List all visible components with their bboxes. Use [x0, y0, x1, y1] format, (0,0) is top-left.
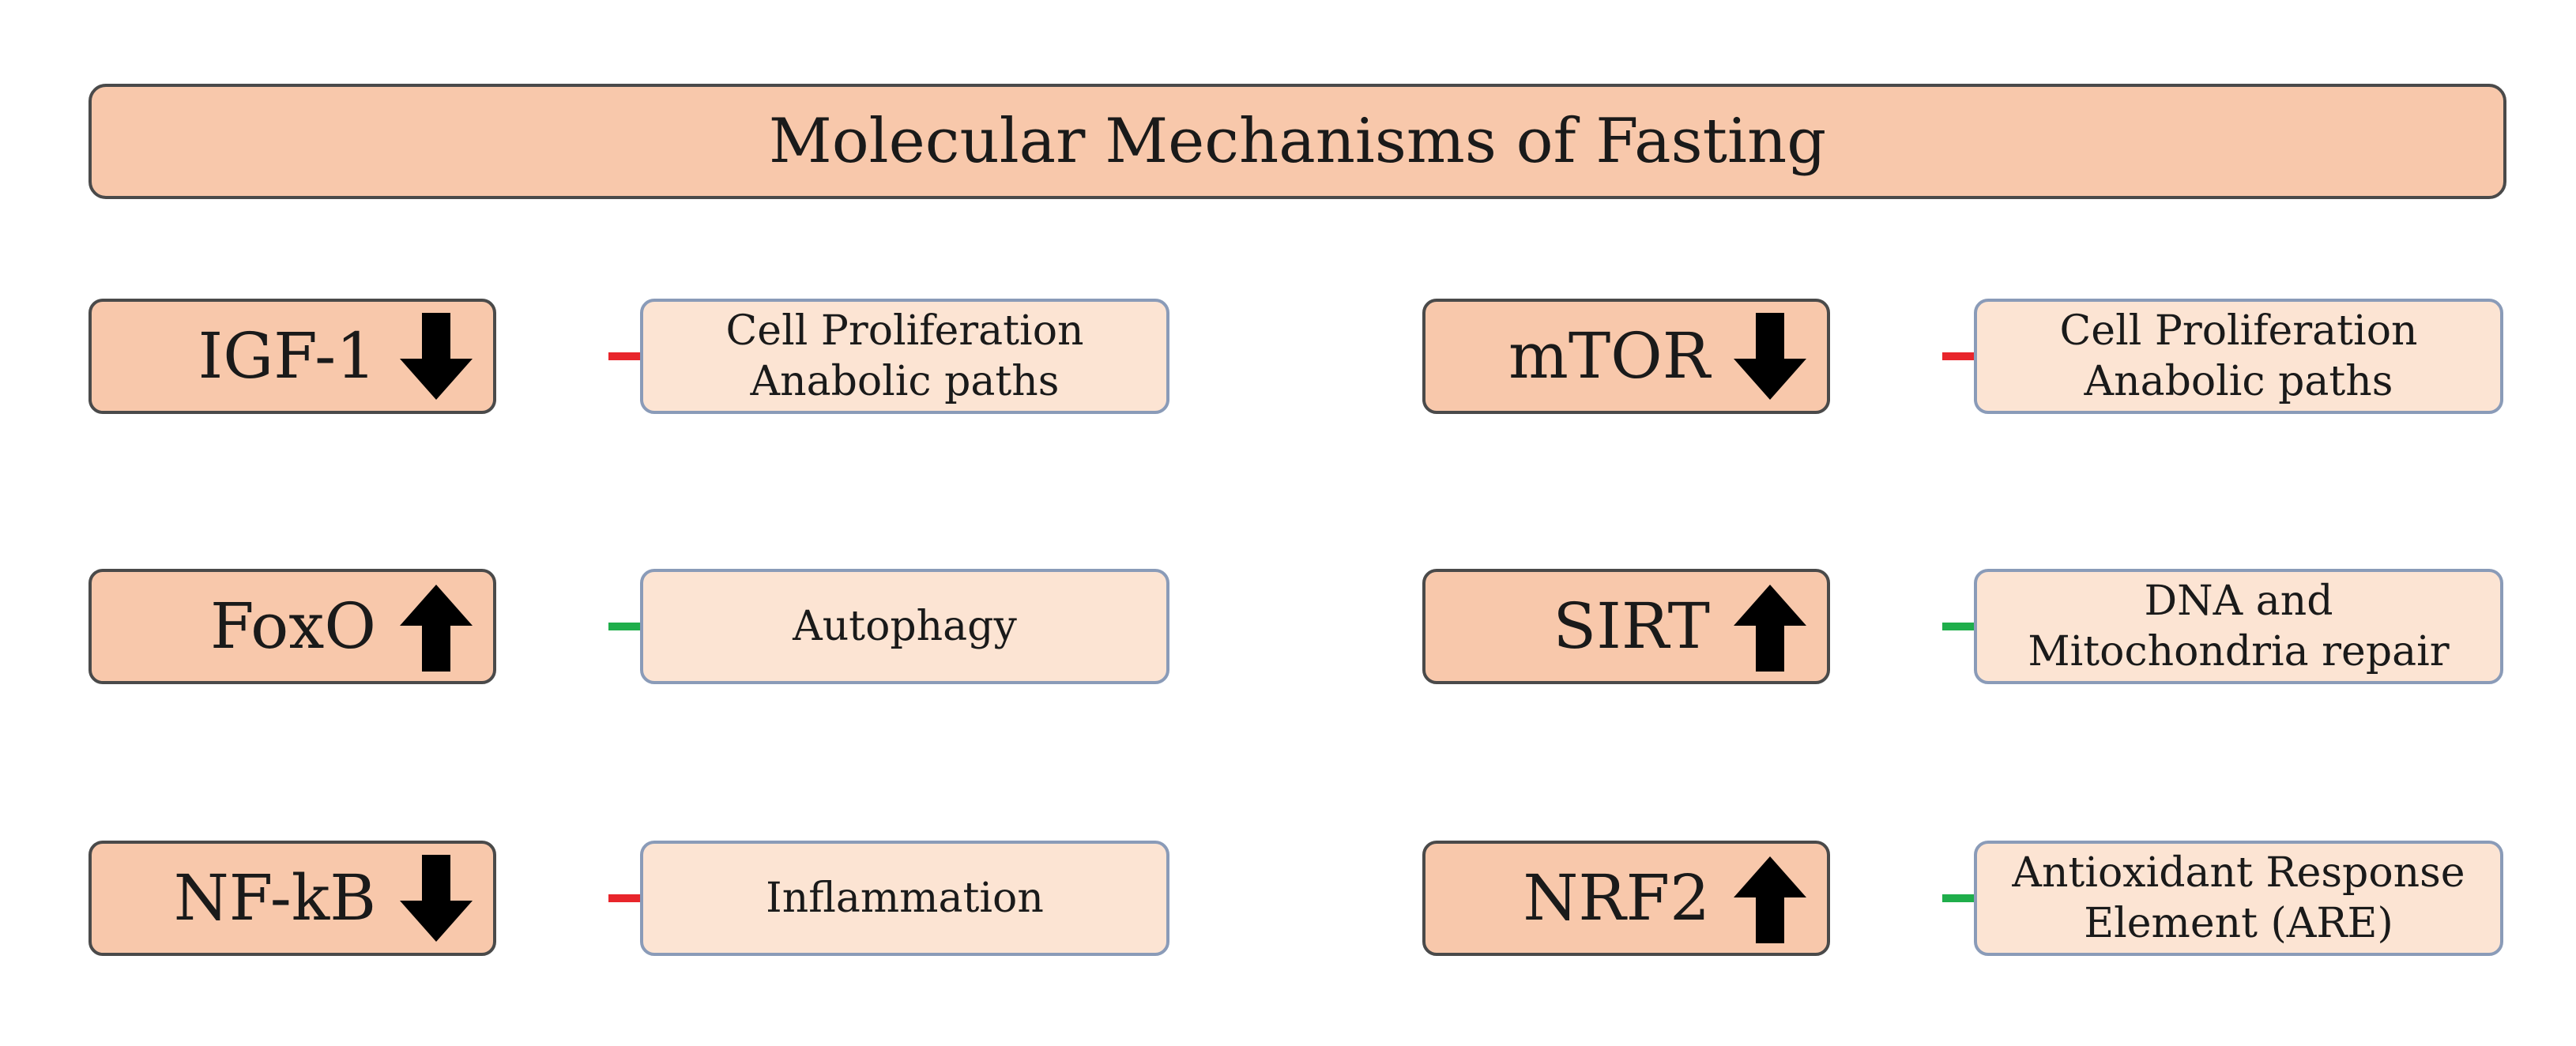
- molecule-name: NF-kB: [173, 861, 376, 935]
- down-arrow-icon: [400, 313, 473, 400]
- effect-line: Autophagy: [793, 603, 1017, 650]
- diagram-title: Molecular Mechanisms of Fasting: [89, 84, 2506, 199]
- effect-line: Anabolic paths: [750, 358, 1060, 405]
- molecule-name: IGF-1: [198, 319, 376, 393]
- effect-box: Inflammation: [640, 841, 1169, 956]
- molecule-name: NRF2: [1523, 861, 1710, 935]
- up-arrow-icon: [400, 585, 473, 672]
- effect-box: Autophagy: [640, 569, 1169, 684]
- molecule-box: NRF2: [1422, 841, 1830, 956]
- mechanism-row-nrf2: NRF2 Antioxidant Response Element (ARE): [1422, 841, 2505, 956]
- molecule-name: SIRT: [1553, 589, 1710, 663]
- mechanism-row-igf1: IGF-1 Cell Proliferation Anabolic paths: [89, 299, 1171, 414]
- effect-line: Anabolic paths: [2084, 358, 2393, 405]
- up-arrow-icon: [1734, 856, 1806, 943]
- molecule-box: SIRT: [1422, 569, 1830, 684]
- effect-line: Inflammation: [766, 875, 1044, 922]
- molecule-name: FoxO: [210, 589, 376, 663]
- molecule-box: mTOR: [1422, 299, 1830, 414]
- molecule-box: NF-kB: [89, 841, 496, 956]
- molecule-box: FoxO: [89, 569, 496, 684]
- molecule-box: IGF-1: [89, 299, 496, 414]
- down-arrow-icon: [400, 855, 473, 942]
- mechanism-row-mtor: mTOR Cell Proliferation Anabolic paths: [1422, 299, 2505, 414]
- up-arrow-icon: [1734, 585, 1806, 672]
- down-arrow-icon: [1734, 313, 1806, 400]
- effect-line: Antioxidant Response: [2012, 849, 2465, 897]
- effect-line: Element (ARE): [2084, 900, 2393, 947]
- mechanism-row-nfkb: NF-kB Inflammation: [89, 841, 1171, 956]
- effect-line: Mitochondria repair: [2028, 628, 2450, 675]
- effect-line: DNA and: [2144, 578, 2333, 625]
- effect-box: Cell Proliferation Anabolic paths: [640, 299, 1169, 414]
- mechanism-row-sirt: SIRT DNA and Mitochondria repair: [1422, 569, 2505, 684]
- effect-box: DNA and Mitochondria repair: [1974, 569, 2503, 684]
- effect-box: Cell Proliferation Anabolic paths: [1974, 299, 2503, 414]
- molecule-name: mTOR: [1508, 319, 1710, 393]
- mechanism-row-foxo: FoxO Autophagy: [89, 569, 1171, 684]
- effect-line: Cell Proliferation: [725, 307, 1084, 355]
- effect-box: Antioxidant Response Element (ARE): [1974, 841, 2503, 956]
- effect-line: Cell Proliferation: [2059, 307, 2418, 355]
